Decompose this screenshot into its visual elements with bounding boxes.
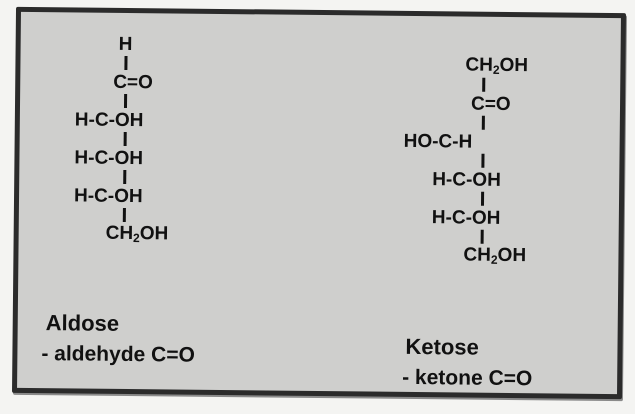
ketose-atom-row: CH2OH [400,54,580,78]
ketose-title: Ketose [405,333,479,360]
ketose-atom-row: H-C-OH [399,168,579,192]
aldose-atom-row: H-C-OH [64,146,204,169]
aldose-chc-oh-2: H-C-OH [74,146,144,169]
aldose-atom-row: C=O [65,70,205,93]
aldose-bond [65,130,205,147]
ketose-bond [400,114,580,132]
aldose-atom-row: H-C-OH [64,184,204,207]
ketose-hoch: HO-C-H [403,130,473,153]
ketose-subtitle: - ketone C=O [402,365,533,391]
aldose-atom-h: H [118,33,133,55]
ketose-carbonyl: C=O [470,93,511,115]
ketose-structure: CH2OH C=O HO-C-H H-C-OH H-C-OH CH2OH [398,54,580,268]
ketose-bond [399,228,579,246]
aldose-atom-row: CH2OH [64,222,204,245]
ketose-chc-oh-1: H-C-OH [432,168,501,191]
ketose-chc-oh-2: H-C-OH [431,206,501,229]
ketose-bond [400,76,580,94]
aldose-subtitle: - aldehyde C=O [41,342,195,367]
diagram-card: H C=O H-C-OH H-C-OH H-C-OH CH2OH CH2OH C… [11,6,627,400]
aldose-chc-oh-1: H-C-OH [74,108,144,131]
aldose-carbonyl: C=O [113,71,153,93]
aldose-ch2oh: CH2OH [105,222,169,246]
aldose-chc-oh-3: H-C-OH [73,184,143,207]
ketose-ch2oh-bottom: CH2OH [463,244,527,267]
ketose-bond [399,190,579,208]
ketose-bond [399,152,579,170]
aldose-structure: H C=O H-C-OH H-C-OH H-C-OH CH2OH [64,32,206,245]
ketose-atom-row: HO-C-H [400,130,580,154]
aldose-bond [64,168,204,185]
ketose-atom-row: C=O [400,92,580,116]
ketose-atom-row: H-C-OH [399,206,579,230]
aldose-bond [64,206,204,223]
aldose-title: Aldose [45,310,120,336]
aldose-bond [65,54,205,71]
ketose-atom-row: CH2OH [398,244,578,268]
aldose-atom-row: H [66,32,206,55]
aldose-atom-row: H-C-OH [65,108,205,131]
aldose-bond [65,92,205,109]
ketose-ch2oh-top: CH2OH [465,54,529,77]
